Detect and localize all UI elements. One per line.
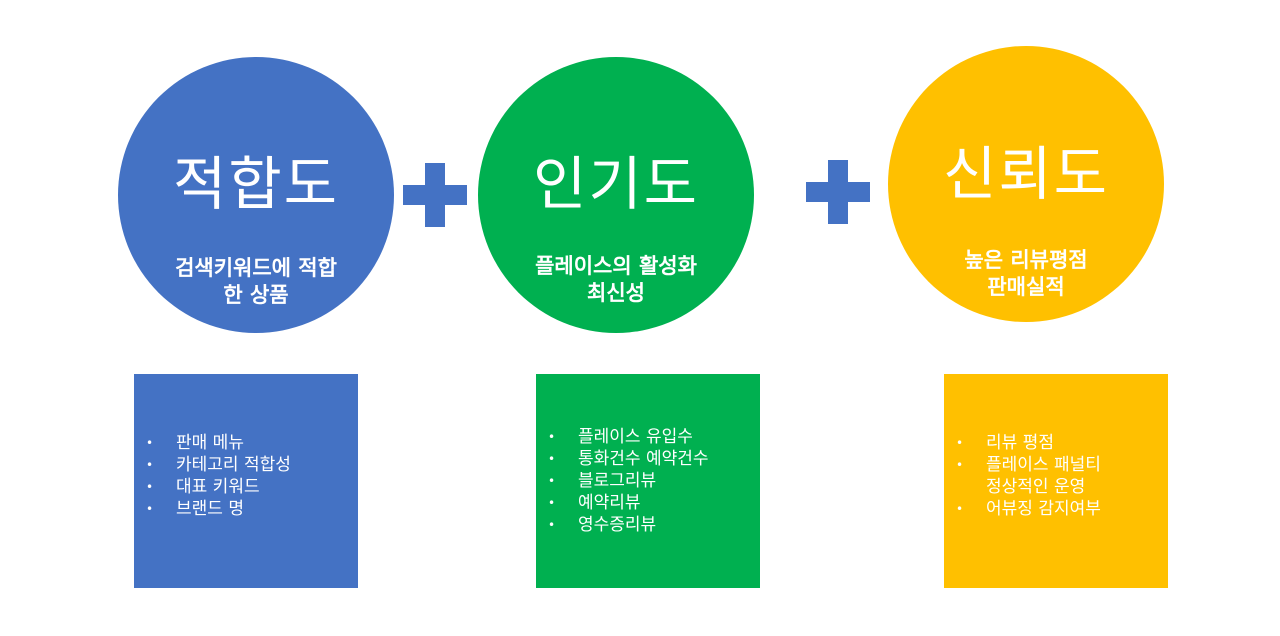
list-item: •플레이스 유입수 — [548, 427, 693, 447]
factor-list: •플레이스 유입수 •통화건수 예약건수 •블로그리뷰 •예약리뷰 •영수증리뷰 — [548, 426, 754, 536]
circle-popularity: 인기도 플레이스의 활성화 최신성 — [478, 57, 754, 333]
circle-description: 높은 리뷰평점 판매실적 — [888, 247, 1164, 301]
circle-description-line: 판매실적 — [987, 275, 1065, 299]
circle-description-line: 플레이스의 활성화 — [535, 254, 697, 278]
popularity-factors-box: •플레이스 유입수 •통화건수 예약건수 •블로그리뷰 •예약리뷰 •영수증리뷰 — [536, 374, 760, 588]
list-item: •예약리뷰 — [548, 493, 641, 513]
circle-description-line: 한 상품 — [223, 283, 289, 307]
list-item: •브랜드 명 — [146, 499, 244, 519]
circle-description: 플레이스의 활성화 최신성 — [478, 253, 754, 307]
list-item-continuation: 정상적인 운영 — [986, 477, 1086, 497]
circle-description-line: 최신성 — [587, 281, 645, 305]
list-item: •통화건수 예약건수 — [548, 449, 709, 469]
circle-description-line: 높은 리뷰평점 — [964, 248, 1088, 272]
circle-description: 검색키워드에 적합 한 상품 — [118, 255, 394, 309]
list-item: •영수증리뷰 — [548, 515, 657, 535]
list-item: •판매 메뉴 — [146, 433, 244, 453]
list-item: •어뷰징 감지여부 — [956, 499, 1101, 519]
list-item: •카테고리 적합성 — [146, 455, 291, 475]
list-item: •블로그리뷰 — [548, 471, 657, 491]
circle-title: 적합도 — [172, 150, 340, 218]
relevance-factors-box: •판매 메뉴 •카테고리 적합성 •대표 키워드 •브랜드 명 — [134, 374, 358, 588]
plus-icon — [806, 160, 870, 224]
factor-list: •판매 메뉴 •카테고리 적합성 •대표 키워드 •브랜드 명 — [146, 432, 352, 520]
plus-icon — [403, 163, 467, 227]
list-item: •대표 키워드 — [146, 477, 260, 497]
circle-description-line: 검색키워드에 적합 — [175, 256, 337, 280]
circle-relevance: 적합도 검색키워드에 적합 한 상품 — [118, 57, 394, 333]
list-item: •리뷰 평점 — [956, 433, 1054, 453]
circle-title: 인기도 — [532, 150, 700, 218]
circle-title: 신뢰도 — [942, 140, 1110, 208]
circle-trust: 신뢰도 높은 리뷰평점 판매실적 — [888, 46, 1164, 322]
